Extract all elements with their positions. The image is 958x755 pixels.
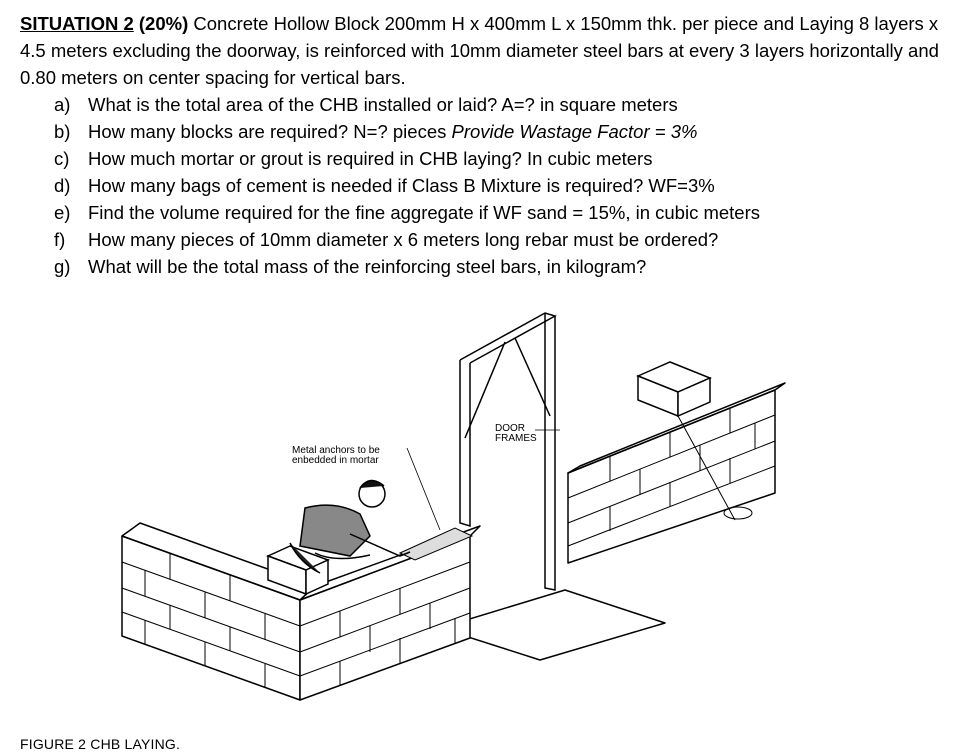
right-wall-courses [567, 408, 776, 547]
left-wall-courses [121, 553, 301, 688]
question-text: How many bags of cement is needed if Cla… [88, 175, 715, 196]
wall-drawing [121, 312, 786, 701]
question-item: f) How many pieces of 10mm diameter x 6 m… [54, 226, 950, 253]
right-wall-front [567, 389, 776, 564]
question-text: What is the total area of the CHB instal… [88, 94, 678, 115]
question-item: g) What will be the total mass of the rei… [54, 253, 950, 280]
chb-laying-illustration: Metal anchors to be enbedded in mortar D… [110, 298, 800, 728]
center-wall-courses [299, 561, 471, 686]
question-text: How much mortar or grout is required in … [88, 148, 653, 169]
question-mark: g) [54, 256, 71, 277]
question-item: d) How many bags of cement is needed if C… [54, 172, 950, 199]
question-text: Find the volume required for the fine ag… [88, 202, 760, 223]
question-mark: b) [54, 121, 71, 142]
question-item: c) How much mortar or grout is required i… [54, 145, 950, 172]
right-wall-top [567, 382, 786, 474]
label-leaders [406, 429, 560, 531]
anchors-label-line2: enbedded in mortar [292, 455, 379, 466]
door-frames-label: DOOR FRAMES [495, 424, 537, 444]
question-item: e) Find the volume required for the fine … [54, 199, 950, 226]
question-text: How many blocks are required? N=? pieces [88, 121, 452, 142]
question-mark: d) [54, 175, 71, 196]
question-item: a) What is the total area of the CHB inst… [54, 91, 950, 118]
door-label-line2: FRAMES [495, 433, 537, 444]
situation-label: SITUATION 2 [20, 13, 134, 34]
figure-caption: FIGURE 2 CHB LAYING. [20, 736, 181, 752]
anchors-label-line1: Metal anchors to be [292, 445, 380, 456]
string-line [677, 415, 753, 521]
question-note: Provide Wastage Factor = 3% [451, 121, 698, 142]
mortar-bed [398, 527, 474, 561]
question-mark: a) [54, 94, 71, 115]
question-text: How many pieces of 10mm diameter x 6 met… [88, 229, 719, 250]
situation-text: Concrete Hollow Block 200mm H x 400mm L … [20, 13, 939, 88]
question-mark: c) [54, 148, 70, 169]
worker-figure [289, 479, 411, 574]
question-text: What will be the total mass of the reinf… [88, 256, 647, 277]
door-label-line1: DOOR [495, 423, 525, 434]
problem-statement: SITUATION 2 (20%) Concrete Hollow Block … [20, 10, 950, 280]
question-mark: f) [54, 229, 66, 250]
situation-weight: (20%) [138, 13, 189, 34]
situation-paragraph: SITUATION 2 (20%) Concrete Hollow Block … [20, 10, 950, 91]
question-list: a) What is the total area of the CHB inst… [20, 91, 950, 280]
loose-block-right [636, 361, 712, 418]
anchors-label: Metal anchors to be enbedded in mortar [292, 446, 380, 466]
question-mark: e) [54, 202, 71, 223]
door-slab [439, 589, 666, 661]
door-frame [459, 312, 557, 591]
question-item: b) How many blocks are required? N=? piec… [54, 118, 950, 145]
